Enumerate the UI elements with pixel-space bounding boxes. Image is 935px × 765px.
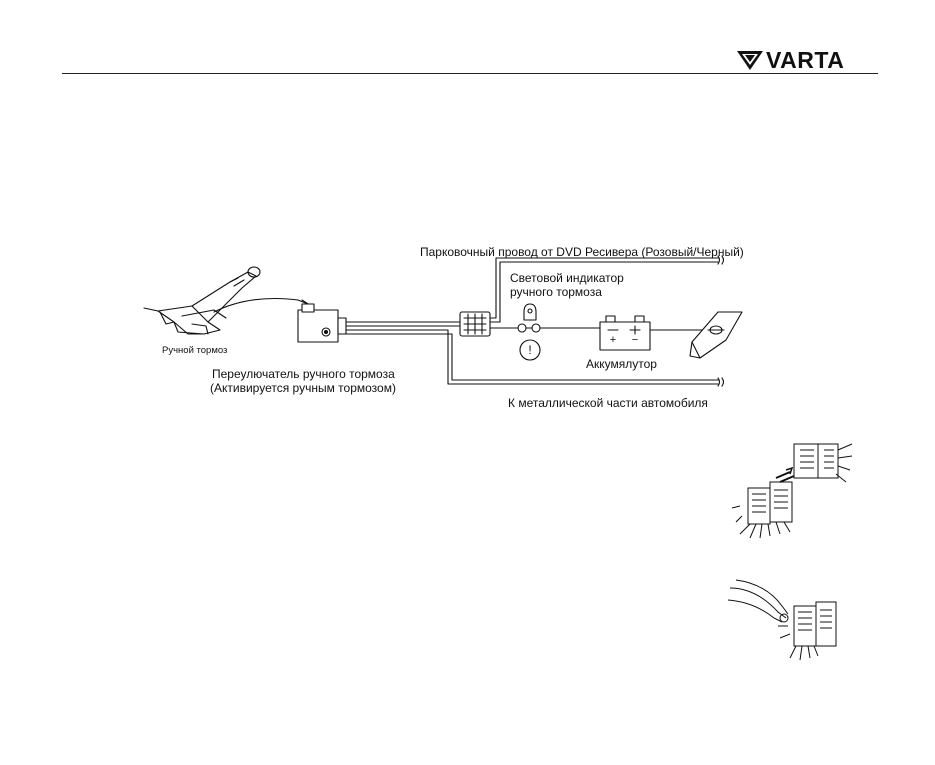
indicator-lamp-icon — [517, 303, 541, 361]
wire-end-icon — [717, 377, 725, 387]
handbrake-wiring-diagram: ! + − Парковочный провод от DVD Ресивера… — [130, 238, 785, 418]
brand-logo: VARTA — [736, 48, 876, 72]
warning-mark: ! — [528, 343, 531, 357]
ground-label: К металлической части автомобиля — [508, 396, 708, 410]
handbrake-switch-icon — [297, 303, 347, 343]
brand-name: VARTA — [766, 47, 845, 73]
varta-shield-icon — [737, 51, 763, 70]
battery-plus-mark: + — [610, 334, 616, 346]
switch-label-line2: (Активируется ручным тормозом) — [210, 381, 396, 395]
parking-wire-label: Парковочный провод от DVD Ресивера (Розо… — [420, 245, 744, 259]
handbrake-lever-icon — [143, 266, 261, 335]
handbrake-label: Ручной тормоз — [162, 345, 228, 356]
ground-wire — [345, 329, 719, 385]
switch-label-line1: Переулючатель ручного тормоза — [212, 367, 395, 381]
battery-label: Аккумялутор — [586, 357, 657, 371]
harness-connectors-illustration — [731, 443, 853, 539]
header-divider — [62, 73, 878, 74]
indicator-label-line1: Световой индикатор — [510, 271, 624, 285]
battery-icon — [599, 315, 651, 351]
wiring-diagram-drawing: ! + − — [143, 255, 743, 387]
chassis-ground-icon — [689, 311, 743, 359]
wire-end-icon — [717, 255, 725, 265]
wire-connector-icon — [459, 311, 491, 337]
indicator-label-line2: ручного тормоза — [510, 285, 602, 299]
parking-wire — [489, 257, 719, 323]
crimping-pliers-illustration — [727, 579, 837, 661]
battery-minus-mark: − — [632, 334, 638, 346]
